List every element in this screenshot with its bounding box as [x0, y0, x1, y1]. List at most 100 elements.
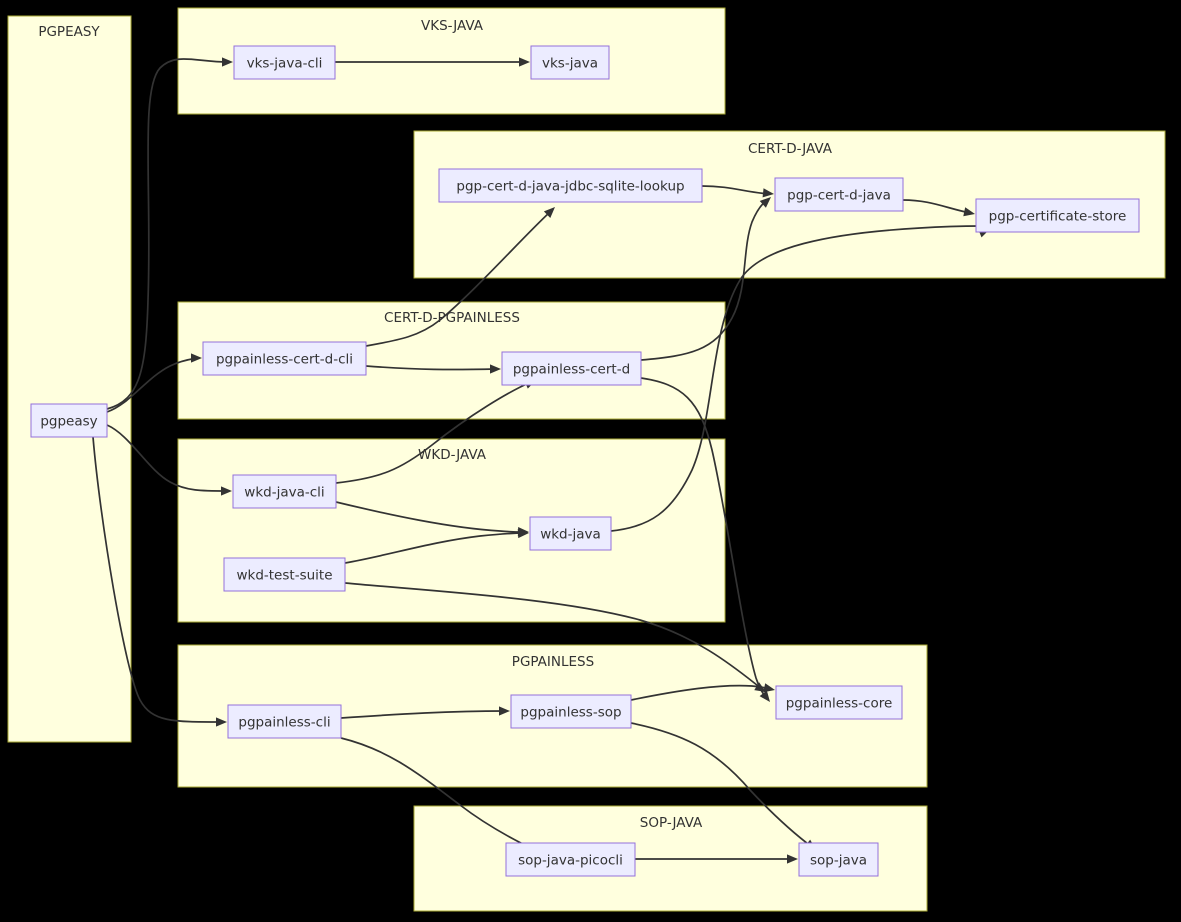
- edge-path: [106, 424, 228, 492]
- cluster-label-cert_d_pgpainless: CERT-D-PGPAINLESS: [384, 310, 520, 326]
- arrow-head-icon: [762, 188, 774, 198]
- arrow-head-icon: [490, 364, 501, 374]
- arrow-head-icon: [517, 528, 529, 539]
- node-box-pgp-cert-d-java-jdbc-sqlite-lookup[interactable]: [438, 168, 703, 203]
- node-box-pgpainless-cert-d[interactable]: [501, 351, 642, 386]
- edge-pgpeasy--to--vks-java-cli: [106, 57, 233, 410]
- edge-pgpainless-cert-d--to--pgp-cert-d-java: [640, 197, 771, 361]
- arrow-head-icon: [519, 57, 530, 67]
- edge-path: [335, 501, 525, 533]
- node-label-sop-java-picocli: sop-java-picocli: [518, 853, 623, 869]
- node-pgp-certificate-store[interactable]: pgp-certificate-store: [975, 198, 1140, 233]
- cluster-label-pgpeasy: PGPEASY: [38, 24, 100, 40]
- node-box-vks-java[interactable]: [530, 45, 610, 80]
- edge-path: [365, 210, 552, 347]
- node-label-pgpainless-core: pgpainless-core: [786, 696, 893, 712]
- node-sop-java[interactable]: sop-java: [798, 842, 879, 877]
- node-box-wkd-java-cli[interactable]: [232, 474, 337, 509]
- node-box-pgpainless-cert-d-cli[interactable]: [202, 341, 367, 376]
- node-box-wkd-java[interactable]: [529, 516, 612, 551]
- cluster-wkd_java: WKD-JAVA: [177, 438, 726, 623]
- edge-path: [365, 365, 497, 371]
- node-pgp-cert-d-java-jdbc-sqlite-lookup[interactable]: pgp-cert-d-java-jdbc-sqlite-lookup: [438, 168, 703, 203]
- node-label-sop-java: sop-java: [810, 853, 867, 869]
- cluster-box-wkd_java: [177, 438, 726, 623]
- arrow-head-icon: [763, 683, 775, 693]
- node-vks-java[interactable]: vks-java: [530, 45, 610, 80]
- edge-pgpeasy--to--pgpainless-cert-d-cli: [106, 353, 202, 413]
- node-label-pgpainless-sop: pgpainless-sop: [520, 705, 621, 721]
- node-wkd-test-suite[interactable]: wkd-test-suite: [223, 557, 346, 592]
- node-box-pgp-certificate-store[interactable]: [975, 198, 1140, 233]
- node-pgpainless-core[interactable]: pgpainless-core: [775, 685, 903, 720]
- node-sop-java-picocli[interactable]: sop-java-picocli: [505, 842, 636, 877]
- node-wkd-java-cli[interactable]: wkd-java-cli: [232, 474, 337, 509]
- edge-path: [344, 532, 525, 564]
- edge-pgpainless-cli--to--pgpainless-sop: [340, 706, 510, 719]
- cluster-box-pgpeasy: [7, 15, 132, 743]
- edge-path: [902, 199, 971, 214]
- node-label-pgpainless-cert-d-cli: pgpainless-cert-d-cli: [216, 352, 353, 368]
- arrow-head-icon: [191, 353, 202, 363]
- node-label-pgpainless-cert-d: pgpainless-cert-d: [513, 362, 630, 378]
- edge-pgpainless-cert-d-cli--to--pgp-cert-d-java-jdbc-sqlite-lookup: [365, 207, 555, 347]
- edge-pgp-cert-d-java--to--pgp-certificate-store: [902, 199, 975, 217]
- arrow-head-icon: [759, 197, 771, 208]
- node-pgp-cert-d-java[interactable]: pgp-cert-d-java: [774, 177, 904, 212]
- node-layer: pgpeasy vks-java-cli vks-java pgp-cert-d-ja…: [30, 45, 1140, 877]
- edge-path: [92, 436, 223, 723]
- node-box-pgpainless-sop[interactable]: [510, 694, 632, 729]
- node-label-pgpeasy: pgpeasy: [40, 414, 97, 430]
- node-label-pgp-cert-d-java-jdbc-sqlite-lookup: pgp-cert-d-java-jdbc-sqlite-lookup: [456, 179, 684, 195]
- node-pgpainless-cert-d-cli[interactable]: pgpainless-cert-d-cli: [202, 341, 367, 376]
- edge-sop-java-picocli--to--sop-java: [635, 854, 798, 864]
- cluster-label-cert_d_java: CERT-D-JAVA: [748, 141, 833, 157]
- edge-path: [335, 381, 532, 484]
- node-label-pgp-certificate-store: pgp-certificate-store: [989, 209, 1127, 225]
- cluster-label-sop_java: SOP-JAVA: [640, 815, 703, 831]
- edge-path: [640, 199, 768, 361]
- arrow-head-icon: [499, 706, 510, 716]
- node-box-pgpainless-cli[interactable]: [227, 704, 342, 739]
- arrow-head-icon: [216, 717, 227, 727]
- node-label-wkd-java-cli: wkd-java-cli: [244, 485, 324, 501]
- node-box-pgpeasy[interactable]: [30, 403, 108, 438]
- node-label-pgp-cert-d-java: pgp-cert-d-java: [787, 188, 891, 204]
- edge-vks-java-cli--to--vks-java: [335, 57, 530, 67]
- node-box-sop-java[interactable]: [798, 842, 879, 877]
- edge-path: [344, 582, 763, 690]
- node-label-wkd-java: wkd-java: [540, 527, 601, 543]
- arrow-head-icon: [222, 57, 233, 67]
- node-box-vks-java-cli[interactable]: [233, 45, 336, 80]
- node-wkd-java[interactable]: wkd-java: [529, 516, 612, 551]
- edge-path: [106, 58, 229, 410]
- edge-pgp-cert-d-java-jdbc-sqlite-lookup--to--pgp-cert-d-java: [701, 185, 774, 198]
- edge-wkd-test-suite--to--wkd-java: [344, 528, 529, 564]
- node-box-pgpainless-core[interactable]: [775, 685, 903, 720]
- node-vks-java-cli[interactable]: vks-java-cli: [233, 45, 336, 80]
- cluster-pgpeasy: PGPEASY: [7, 15, 132, 743]
- edge-pgpeasy--to--wkd-java-cli: [106, 424, 232, 496]
- arrow-head-icon: [543, 207, 555, 218]
- node-box-pgp-cert-d-java[interactable]: [774, 177, 904, 212]
- node-label-wkd-test-suite: wkd-test-suite: [236, 568, 332, 584]
- node-box-wkd-test-suite[interactable]: [223, 557, 346, 592]
- node-label-vks-java: vks-java: [542, 56, 598, 72]
- arrow-head-icon: [787, 854, 798, 864]
- cluster-label-pgpainless: PGPAINLESS: [512, 654, 594, 670]
- edge-pgpeasy--to--pgpainless-cli: [92, 436, 227, 727]
- node-pgpeasy[interactable]: pgpeasy: [30, 403, 108, 438]
- node-pgpainless-cli[interactable]: pgpainless-cli: [227, 704, 342, 739]
- node-pgpainless-sop[interactable]: pgpainless-sop: [510, 694, 632, 729]
- arrow-head-icon: [963, 207, 975, 217]
- edge-path: [340, 710, 506, 719]
- edge-pgpainless-cert-d-cli--to--pgpainless-cert-d: [365, 364, 501, 374]
- node-box-sop-java-picocli[interactable]: [505, 842, 636, 877]
- node-pgpainless-cert-d[interactable]: pgpainless-cert-d: [501, 351, 642, 386]
- edge-layer: [92, 57, 990, 864]
- cluster-label-wkd_java: WKD-JAVA: [418, 447, 487, 463]
- edge-path: [630, 722, 813, 848]
- arrow-head-icon: [221, 486, 232, 496]
